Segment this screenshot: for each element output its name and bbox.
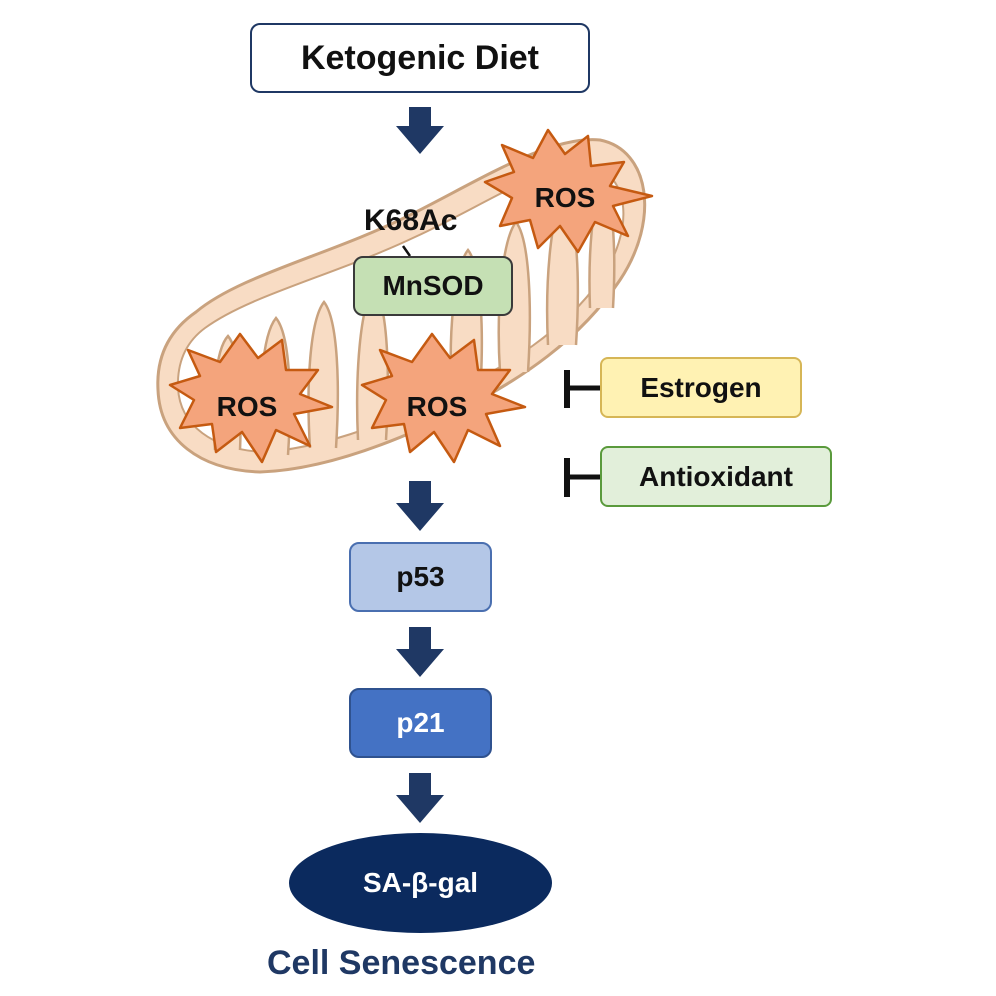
estrogen-box: Estrogen [600, 357, 802, 418]
p21-label: p21 [396, 707, 445, 738]
ros-burst-left [168, 332, 334, 464]
ros-label-middle: ROS [406, 391, 468, 422]
estrogen-label: Estrogen [640, 371, 762, 403]
ros-label-left: ROS [216, 391, 278, 422]
p21-box: p21 [349, 688, 492, 758]
ros-burst-middle [360, 332, 527, 464]
sa-beta-gal-label: SA-β-gal [362, 867, 479, 898]
ros-burst-top [483, 128, 654, 254]
ros-label-top: ROS [534, 182, 596, 213]
p53-box: p53 [349, 542, 492, 612]
p53-label: p53 [396, 561, 445, 592]
arrow-ros-to-p53 [396, 481, 444, 531]
ketogenic-diet-box: Ketogenic Diet [250, 23, 590, 93]
cell-senescence-label: Cell Senescence [267, 944, 536, 982]
mnsod-box: MnSOD [353, 256, 513, 316]
antioxidant-label: Antioxidant [639, 460, 793, 492]
sa-beta-gal-oval: SA-β-gal [289, 833, 552, 933]
estrogen-inhibition-bar [564, 370, 600, 408]
antioxidant-inhibition-bar [564, 458, 600, 497]
k68ac-label: K68Ac [364, 204, 458, 237]
arrow-p53-to-p21 [396, 627, 444, 677]
acetylation-tick [401, 245, 412, 257]
arrow-diet-to-mitochondrion [396, 107, 444, 154]
ketogenic-diet-label: Ketogenic Diet [300, 38, 540, 77]
antioxidant-box: Antioxidant [600, 446, 832, 507]
arrow-p21-to-sa-beta-gal [396, 773, 444, 823]
mnsod-label: MnSOD [382, 270, 484, 301]
